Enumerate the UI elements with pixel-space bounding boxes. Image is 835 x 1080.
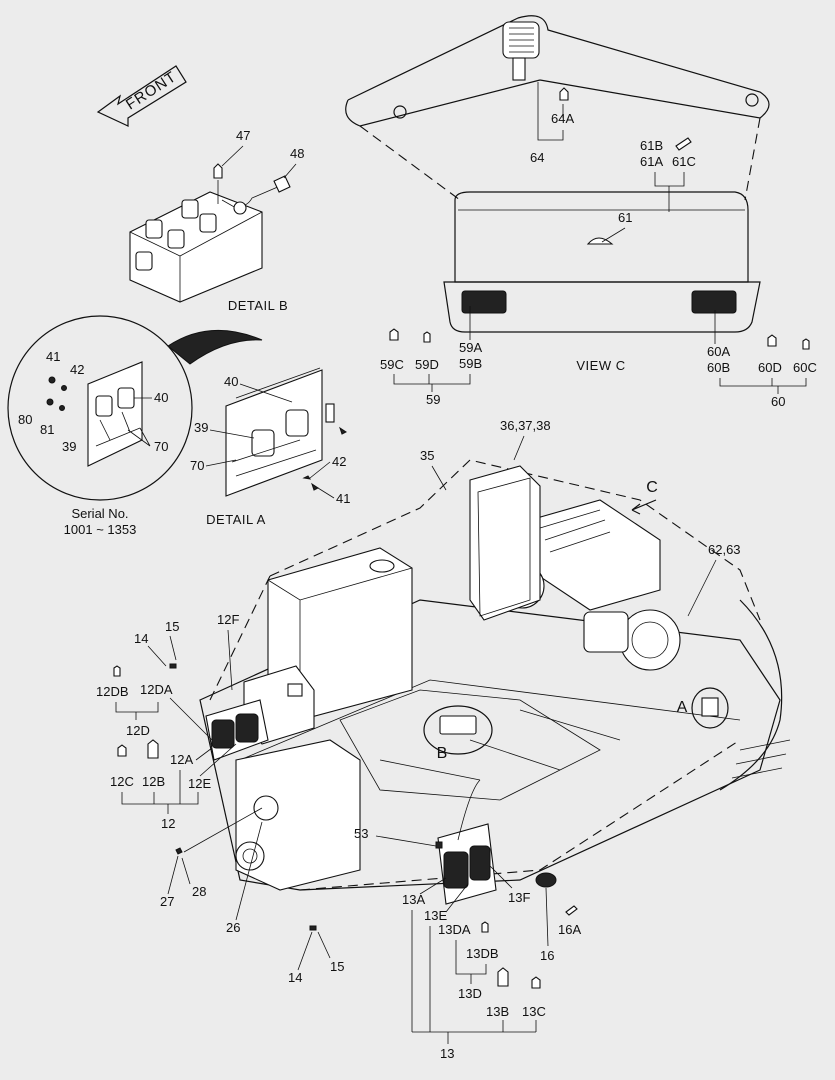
- label-80: 80: [18, 412, 32, 427]
- bulb-64A: [559, 87, 569, 101]
- bulb-13C: [531, 976, 541, 989]
- cab-lamp-right-60: [691, 290, 737, 314]
- view-c-cab: [443, 137, 761, 333]
- upper-frame: [199, 459, 791, 916]
- label-53: 53: [354, 826, 368, 841]
- label-60: 60: [771, 394, 785, 409]
- detail-a-title: DETAIL A: [206, 512, 266, 527]
- serial-line-1: Serial No.: [71, 506, 128, 521]
- label-13: 13: [440, 1046, 454, 1061]
- label-40-circle: 40: [154, 390, 168, 405]
- label-13D: 13D: [458, 986, 482, 1001]
- bulb-59D: [423, 331, 431, 343]
- label-12C: 12C: [110, 774, 134, 789]
- label-61B: 61B: [640, 138, 663, 153]
- label-48: 48: [290, 146, 304, 161]
- label-16A: 16A: [558, 922, 581, 937]
- label-47: 47: [236, 128, 250, 143]
- label-13C: 13C: [522, 1004, 546, 1019]
- label-15-left: 15: [165, 619, 179, 634]
- label-28: 28: [192, 884, 206, 899]
- bulb-59C: [389, 328, 399, 341]
- label-13F: 13F: [508, 890, 530, 905]
- bulb-12B: [147, 739, 159, 759]
- label-60A: 60A: [707, 344, 730, 359]
- label-59C: 59C: [380, 357, 404, 372]
- label-12DB: 12DB: [96, 684, 129, 699]
- cab-dome-lamp-61: [586, 237, 614, 245]
- callout-arrow: [167, 329, 263, 365]
- label-64: 64: [530, 150, 544, 165]
- label-12E: 12E: [188, 776, 211, 791]
- label-42-circle: 42: [70, 362, 84, 377]
- detail-b-title: DETAIL B: [228, 298, 288, 313]
- label-13DB: 13DB: [466, 946, 499, 961]
- label-12A: 12A: [170, 752, 193, 767]
- label-12B: 12B: [142, 774, 165, 789]
- label-70-detail-a: 70: [190, 458, 204, 473]
- front-arrow: FRONT: [96, 65, 187, 127]
- label-41-circle: 41: [46, 349, 60, 364]
- boom-assembly: [345, 15, 770, 201]
- label-62-63: 62,63: [708, 542, 741, 557]
- bulb-13DB: [481, 921, 489, 933]
- label-12DA: 12DA: [140, 682, 173, 697]
- label-59A: 59A: [459, 340, 482, 355]
- work-lamp-12: [211, 719, 235, 749]
- label-13A: 13A: [402, 892, 425, 907]
- label-13E: 13E: [424, 908, 447, 923]
- callout-a: A: [677, 699, 688, 716]
- label-12: 12: [161, 816, 175, 831]
- label-60D: 60D: [758, 360, 782, 375]
- label-12F: 12F: [217, 612, 239, 627]
- label-13B: 13B: [486, 1004, 509, 1019]
- label-26: 26: [226, 920, 240, 935]
- label-13DA: 13DA: [438, 922, 471, 937]
- label-59: 59: [426, 392, 440, 407]
- bulb-12C: [117, 744, 127, 757]
- bulb-12DB: [113, 665, 121, 677]
- label-36-37-38: 36,37,38: [500, 418, 551, 433]
- label-60C: 60C: [793, 360, 817, 375]
- label-42-detail-a: 42: [332, 454, 346, 469]
- serial-detail-circle: [7, 315, 193, 501]
- label-81: 81: [40, 422, 54, 437]
- bulb-60D: [767, 334, 777, 347]
- label-70-circle: 70: [154, 439, 168, 454]
- label-60B: 60B: [707, 360, 730, 375]
- label-27: 27: [160, 894, 174, 909]
- label-64A: 64A: [551, 111, 574, 126]
- fuse-61C: [675, 137, 692, 151]
- bulb-60C: [802, 338, 810, 350]
- work-lamp-13: [443, 851, 469, 889]
- label-39-circle: 39: [62, 439, 76, 454]
- callout-c: C: [646, 479, 658, 496]
- label-12D: 12D: [126, 723, 150, 738]
- callout-b: B: [437, 745, 448, 762]
- fuse-16A: [565, 905, 578, 916]
- label-14-left: 14: [134, 631, 148, 646]
- label-61C: 61C: [672, 154, 696, 169]
- label-35: 35: [420, 448, 434, 463]
- label-15-bottom: 15: [330, 959, 344, 974]
- view-c-title: VIEW C: [576, 358, 625, 373]
- label-41-detail-a: 41: [336, 491, 350, 506]
- detail-b-relay-block: [129, 163, 291, 303]
- label-14-bottom: 14: [288, 970, 302, 985]
- label-59D: 59D: [415, 357, 439, 372]
- horn-16: [535, 872, 557, 888]
- label-61: 61: [618, 210, 632, 225]
- label-39-detail-a: 39: [194, 420, 208, 435]
- label-61A: 61A: [640, 154, 663, 169]
- serial-line-2: 1001 ~ 1353: [64, 522, 137, 537]
- bulb-13B: [497, 967, 509, 987]
- label-59B: 59B: [459, 356, 482, 371]
- cab-lamp-left-59: [461, 290, 507, 314]
- label-16: 16: [540, 948, 554, 963]
- detail-a-relays: [225, 367, 347, 497]
- label-40-detail-a: 40: [224, 374, 238, 389]
